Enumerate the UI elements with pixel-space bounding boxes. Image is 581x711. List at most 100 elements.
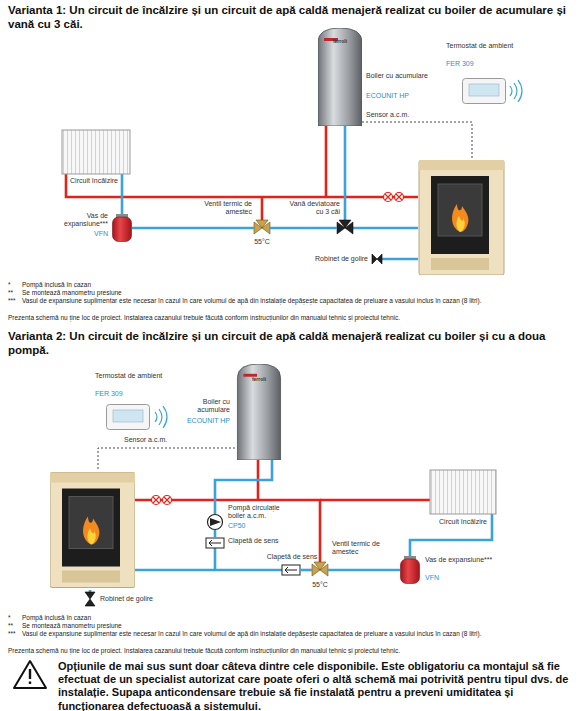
pump-triangle [210, 518, 221, 526]
component-detail: FER 309 [446, 60, 522, 68]
check-valve [206, 538, 224, 548]
room-thermostat: Termostat de ambientFER 309 [105, 404, 151, 430]
component-detail: VFN [425, 574, 495, 582]
return-pipe [135, 569, 282, 572]
component-label: Pompă circulație boiler a.c.m. [228, 504, 290, 520]
thermostat [107, 405, 150, 430]
return-pipe [328, 569, 400, 572]
check-valve [282, 565, 300, 575]
thermostat [463, 79, 506, 104]
footnote: Se montează manometru presiune [22, 622, 562, 630]
check-valve: Clapetă de sens [282, 565, 300, 575]
component-label: Circuit încălzire [70, 177, 118, 185]
component-label: Vas de expansiune*** [44, 212, 108, 228]
pellet-stove [50, 473, 135, 588]
boiler-tank [237, 364, 280, 460]
return-pipe [214, 530, 217, 538]
return-pipe [300, 569, 312, 572]
footnote: Se montează manometru presiune [22, 289, 562, 297]
return-pipe [382, 258, 418, 261]
variant-heading: Varianta 1: Un circuit de încălzire și u… [8, 4, 574, 32]
component-label: Vană deviatoare cu 3 căi [284, 200, 340, 216]
component-detail: 55°C [309, 581, 331, 589]
mixing-valve [254, 220, 270, 234]
return-pipe [132, 227, 254, 230]
expansion-vessel [401, 556, 420, 584]
drain-valve: Robinet de golire [372, 252, 382, 266]
wifi-wave [514, 83, 517, 99]
footnote: Pompă inclusă în cazan [22, 281, 562, 289]
component-label: Vas de expansiune*** [425, 556, 495, 564]
mixing-valve: Ventil termic de amestec55°C [312, 562, 328, 578]
component-detail: CP50 [228, 522, 290, 530]
drain-valve [85, 592, 95, 606]
heating-radiator: Circuit încălzire [430, 470, 496, 514]
component-detail: ECOUNIT HP [170, 417, 230, 425]
brand-logo: ferroli [241, 376, 277, 382]
component-label: Termostat de ambient [95, 372, 173, 380]
wifi-wave [159, 409, 162, 425]
component-detail: ECOUNIT HP [366, 92, 428, 100]
component-detail: 55°C [251, 238, 273, 246]
footnote: Vasul de expansiune suplimentar este nec… [22, 297, 570, 305]
component-label: Robinet de golire [100, 595, 170, 603]
wifi-waves [155, 80, 522, 428]
component-detail: FER 309 [95, 390, 173, 398]
check-arrow [285, 567, 297, 573]
pellet-stove [419, 160, 504, 275]
circulation-pump: Pompă circulație boiler a.c.m.CP50 [207, 514, 223, 530]
hot-pipe [261, 197, 264, 220]
return-pipe [410, 514, 492, 556]
warning-mark [29, 669, 31, 679]
warning-text: Opțiunile de mai sus sunt doar câteva di… [58, 660, 574, 711]
warning-mark [29, 682, 31, 684]
sensor-wire [362, 122, 472, 160]
return-pipe [214, 548, 217, 570]
wifi-wave [518, 80, 522, 102]
hot-pipe [320, 500, 436, 514]
check-arrow [209, 540, 221, 546]
shutoff-symbols [152, 193, 404, 505]
wifi-wave [163, 406, 167, 428]
radiator [430, 470, 496, 514]
expansion-vessel: Vas de expansiune***VFN [400, 556, 420, 584]
footnote: Pompă inclusă în cazan [22, 614, 562, 622]
variant-heading: Varianta 2: Un circuit de încălzire și u… [8, 330, 574, 358]
warning-icon [14, 661, 46, 688]
hot-pipe [325, 126, 328, 197]
sensor-label: Sensor a.c.m. [124, 436, 184, 444]
component-label: Clapetă de sens [262, 553, 322, 561]
brand-logo: ferroli [322, 38, 358, 44]
component-label: Circuit încălzire [438, 518, 488, 526]
mixing-valve: Ventil termic de amestec55°C [254, 220, 270, 236]
circulation-pump [208, 515, 223, 530]
expansion-vessel [113, 214, 132, 242]
heating-radiator: Circuit încălzire [62, 130, 130, 174]
expansion-vessel: Vas de expansiune***VFN [112, 214, 132, 242]
disclaimer: Prezenta schemă nu ține loc de proiect. … [8, 314, 574, 322]
component-label: Boiler cu acumulare [366, 72, 428, 80]
note-mark: * [8, 614, 20, 622]
note-mark: ** [8, 622, 20, 630]
note-mark: ** [8, 289, 20, 297]
component-label: Boiler cu acumulare [170, 398, 230, 414]
sensor-label: Sensor a.c.m. [366, 111, 426, 119]
footnote: Vasul de expansiune suplimentar este nec… [22, 630, 570, 638]
drain-valve: Robinet de golire [85, 592, 95, 606]
boiler-tank [318, 28, 362, 126]
return-pipe [353, 227, 418, 230]
drain-valve [372, 254, 382, 264]
sensor-wire [98, 448, 235, 470]
note-mark: * [8, 281, 20, 289]
component-label: Ventil termic de amestec [192, 200, 252, 216]
hot-pipe [66, 174, 418, 197]
return-pipe [344, 126, 347, 220]
note-mark: *** [8, 630, 22, 638]
shutoff-cross [153, 194, 402, 503]
component-label: Termostat de ambient [446, 42, 522, 50]
check-valve: Clapetă de sens [206, 538, 224, 548]
wifi-wave [510, 86, 512, 96]
disclaimer: Prezenta schemă nu ține loc de proiect. … [8, 647, 574, 655]
